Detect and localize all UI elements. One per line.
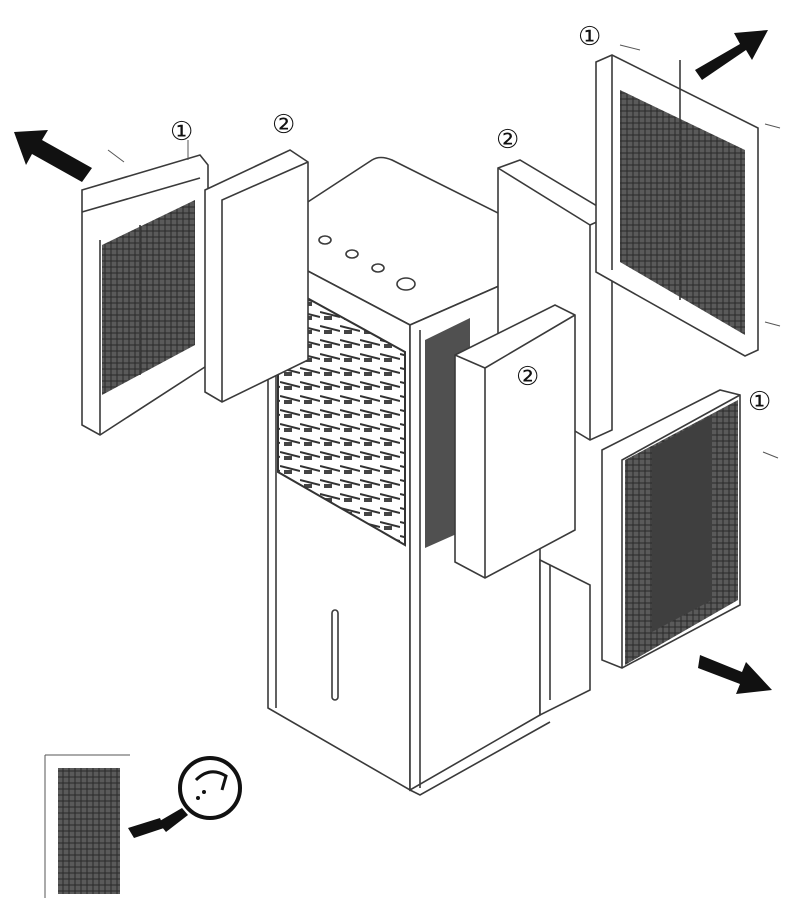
magnifier-icon <box>178 756 242 820</box>
cleaning-instruction-inset <box>44 754 242 898</box>
arrow-top-right <box>695 30 768 80</box>
filter-frame-left <box>81 149 209 436</box>
callout-pad-top-left: ② <box>272 110 295 140</box>
callout-pad-front-right: ② <box>516 362 539 392</box>
arrow-left <box>14 130 92 182</box>
arrow-bottom-right <box>698 655 772 694</box>
callout-frame-bottom-right: ① <box>748 387 771 417</box>
faucet-icon <box>158 808 188 832</box>
cooling-pad-left <box>204 149 309 403</box>
cooling-pad-front <box>454 304 576 579</box>
callout-frame-top-left: ① <box>170 117 193 147</box>
filter-frame-right-front <box>601 389 779 669</box>
callout-pad-back-right: ② <box>496 125 519 155</box>
callout-frame-top-right: ① <box>578 22 601 52</box>
filter-frame-right-back <box>595 44 781 357</box>
cooling-pad-thumbnail <box>58 768 120 894</box>
